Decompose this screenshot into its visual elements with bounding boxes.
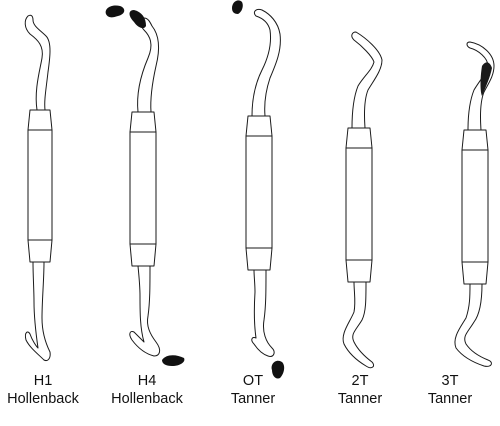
lower-shank <box>129 265 161 357</box>
instrument-name: Tanner <box>337 391 383 407</box>
instrument-h4 <box>105 5 185 366</box>
instrument-name: Tanner <box>230 391 276 407</box>
handle <box>345 127 373 283</box>
upper-shank <box>351 31 383 129</box>
label-h1: H1 Hollenback <box>0 372 93 408</box>
lower-shank <box>25 261 51 361</box>
lower-shank <box>251 269 275 357</box>
label-2t: 2T Tanner <box>310 372 410 408</box>
lower-shank <box>454 283 492 367</box>
instrument-3t <box>454 41 495 367</box>
instrument-code: H4 <box>137 373 157 389</box>
instrument-code: H1 <box>33 373 53 389</box>
blade-tip-left <box>105 5 125 18</box>
upper-shank <box>466 41 495 131</box>
instrument-code: OT <box>242 373 264 389</box>
upper-blade <box>129 10 146 29</box>
upper-tip-dark <box>480 62 492 96</box>
upper-shank <box>251 9 281 117</box>
instrument-2t <box>342 31 383 369</box>
instrument-name: Hollenback <box>7 391 79 407</box>
lower-blade <box>162 355 185 366</box>
label-ot: OT Tanner <box>203 372 303 408</box>
instrument-code: 2T <box>351 373 369 389</box>
handle <box>461 129 489 285</box>
upper-shank <box>24 14 51 111</box>
instrument-name: Hollenback <box>111 391 183 407</box>
instrument-ot <box>232 0 285 379</box>
instrument-h1 <box>24 14 53 361</box>
handle <box>27 109 53 263</box>
label-h4: H4 Hollenback <box>97 372 197 408</box>
lower-shank <box>342 281 375 369</box>
lower-blade <box>271 360 285 379</box>
label-3t: 3T Tanner <box>400 372 500 408</box>
handle <box>245 115 273 271</box>
upper-blade <box>232 0 243 14</box>
handle <box>129 111 157 267</box>
instrument-name: Tanner <box>427 391 473 407</box>
instrument-code: 3T <box>441 373 459 389</box>
upper-shank <box>137 17 160 113</box>
